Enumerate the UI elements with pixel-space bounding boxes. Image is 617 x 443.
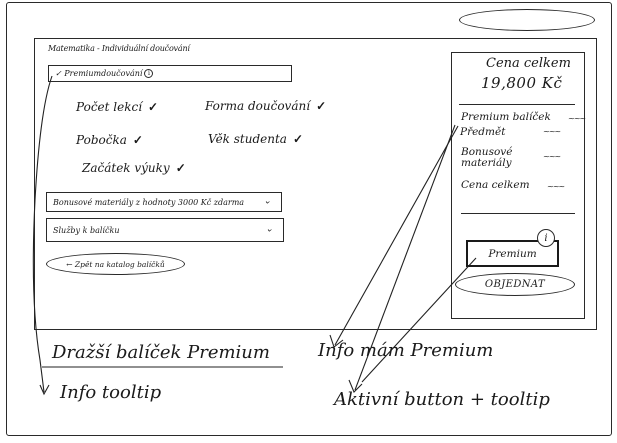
back-to-catalog-link[interactable]: ← Zpět na katalog balíčků xyxy=(46,253,185,275)
check-icon: ✓ xyxy=(132,133,143,147)
check-icon: ✓ xyxy=(316,99,327,113)
chevron-down-icon: ⌄ xyxy=(265,224,273,235)
summary-value-bonus: ~~~ xyxy=(543,152,561,161)
summary-value-total: ~~~ xyxy=(547,182,565,191)
feature-start-date[interactable]: Začátek výuky✓ xyxy=(82,161,186,175)
summary-row-premium: Premium balíček xyxy=(461,111,551,123)
bonus-materials-label: Bonusové materiály z hodnoty 3000 Kč zda… xyxy=(53,197,245,207)
check-icon: ✓ xyxy=(292,132,304,146)
note-active-button: Aktivní button + tooltip xyxy=(334,389,550,410)
feature-student-age[interactable]: Věk studenta✓ xyxy=(208,132,304,146)
header-pill[interactable] xyxy=(459,9,595,31)
package-services-label: Služby k balíčku xyxy=(53,225,120,235)
check-icon: ✓ xyxy=(175,161,186,175)
premium-info-icon[interactable]: i xyxy=(537,229,555,247)
summary-divider xyxy=(459,104,575,105)
chevron-down-icon: ⌄ xyxy=(263,196,271,207)
feature-lesson-count[interactable]: Počet lekcí✓ xyxy=(76,100,159,114)
summary-value-subject: ~~~ xyxy=(543,127,561,136)
package-select[interactable]: ✓ Premiumdoučování i xyxy=(48,65,292,82)
order-button[interactable]: OBJEDNAT xyxy=(455,273,575,296)
summary-row-bonus: Bonusové materiály xyxy=(461,146,513,169)
summary-value-premium: ~~~ xyxy=(568,114,586,123)
summary-row-total: Cena celkem xyxy=(461,179,530,191)
summary-row-subject: Předmět xyxy=(460,126,506,138)
bonus-materials-select[interactable]: Bonusové materiály z hodnoty 3000 Kč zda… xyxy=(46,192,282,212)
note-info-tooltip: Info tooltip xyxy=(60,382,162,403)
note-premium-package: Dražší balíček Premium xyxy=(52,342,270,363)
package-services-select[interactable]: Služby k balíčku ⌄ xyxy=(46,218,284,242)
breadcrumb: Matematika - Individuální doučování xyxy=(48,44,190,53)
package-select-value: ✓ Premiumdoučování xyxy=(55,69,143,78)
info-icon[interactable]: i xyxy=(144,69,154,78)
check-icon: ✓ xyxy=(148,100,159,114)
total-price-value: 19,800 Kč xyxy=(481,74,563,92)
summary-divider xyxy=(461,213,575,214)
feature-branch[interactable]: Pobočka✓ xyxy=(76,133,143,147)
feature-tutoring-form[interactable]: Forma doučování✓ xyxy=(205,99,327,113)
note-info-premium: Info mám Premium xyxy=(318,340,494,361)
browser-frame xyxy=(6,2,612,436)
total-price-label: Cena celkem xyxy=(486,56,571,71)
